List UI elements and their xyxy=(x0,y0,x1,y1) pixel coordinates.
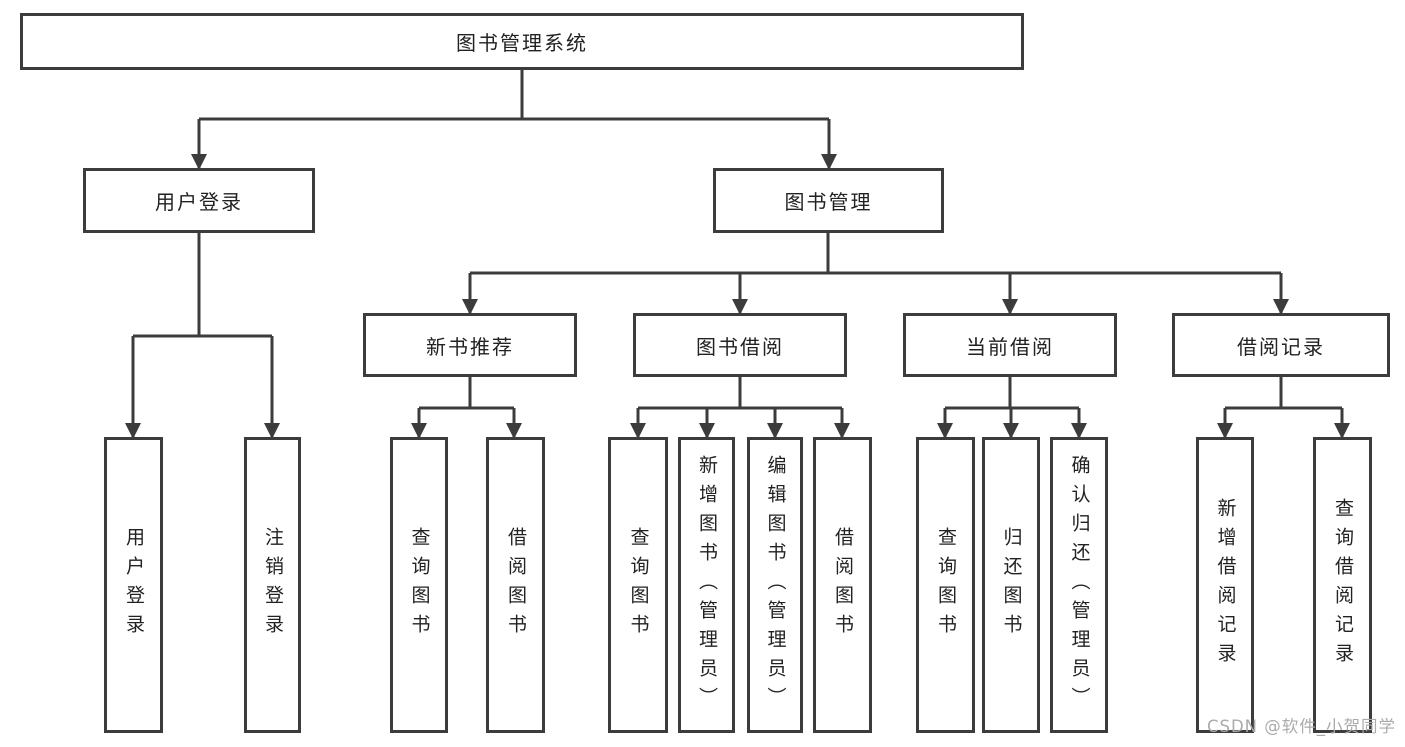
connector-user-login-children xyxy=(125,233,280,439)
node-user-login: 用户登录 xyxy=(83,168,315,233)
leaf-borrow-book-a-label: 借阅图书 xyxy=(505,527,527,643)
node-new-book-rec: 新书推荐 xyxy=(363,313,577,377)
node-root-label: 图书管理系统 xyxy=(456,31,588,55)
connector-current-borrow-children xyxy=(937,377,1087,439)
leaf-return-book-label: 归还图书 xyxy=(1000,527,1023,643)
leaf-query-book-c: 查询图书 xyxy=(916,437,975,733)
node-user-login-label: 用户登录 xyxy=(155,190,243,214)
leaf-user-login: 用户登录 xyxy=(104,437,163,733)
leaf-query-book-b-label: 查询图书 xyxy=(627,527,650,643)
node-root: 图书管理系统 xyxy=(20,13,1024,70)
leaf-borrow-book-b: 借阅图书 xyxy=(813,437,872,733)
connector-root-to-level2 xyxy=(191,70,837,170)
leaf-add-book-label: 新增图书（管理员） xyxy=(696,454,718,716)
leaf-query-record: 查询借阅记录 xyxy=(1313,437,1372,733)
node-book-mgmt-label: 图书管理 xyxy=(784,190,873,214)
leaf-query-book-c-label: 查询图书 xyxy=(935,527,957,643)
leaf-borrow-book-b-label: 借阅图书 xyxy=(832,527,854,643)
leaf-borrow-book-a: 借阅图书 xyxy=(486,437,545,733)
node-book-borrow: 图书借阅 xyxy=(633,313,847,377)
leaf-query-book-b: 查询图书 xyxy=(608,437,668,733)
node-book-mgmt: 图书管理 xyxy=(713,168,944,233)
node-book-borrow-label: 图书借阅 xyxy=(696,334,784,359)
leaf-add-record-label: 新增借阅记录 xyxy=(1214,498,1237,672)
connector-new-book-rec-children xyxy=(411,377,522,439)
leaf-confirm-return: 确认归还（管理员） xyxy=(1050,437,1108,733)
connector-borrow-records-children xyxy=(1217,377,1350,439)
leaf-edit-book-label: 编辑图书（管理员） xyxy=(764,454,787,716)
leaf-query-book-a-label: 查询图书 xyxy=(408,527,431,643)
leaf-query-record-label: 查询借阅记录 xyxy=(1332,498,1354,672)
connector-book-borrow-children xyxy=(630,377,850,439)
leaf-user-login-label: 用户登录 xyxy=(123,527,145,643)
leaf-return-book: 归还图书 xyxy=(982,437,1040,733)
node-current-borrow-label: 当前借阅 xyxy=(966,334,1054,359)
csdn-watermark: CSDN @软件_小贺同学 xyxy=(1206,717,1396,736)
leaf-query-book-a: 查询图书 xyxy=(390,437,448,733)
leaf-add-book: 新增图书（管理员） xyxy=(678,437,735,733)
leaf-edit-book: 编辑图书（管理员） xyxy=(747,437,803,733)
node-borrow-records-label: 借阅记录 xyxy=(1237,334,1325,359)
connector-book-mgmt-children xyxy=(462,233,1289,315)
node-new-book-rec-label: 新书推荐 xyxy=(426,334,514,359)
leaf-add-record: 新增借阅记录 xyxy=(1196,437,1254,733)
leaf-confirm-return-label: 确认归还（管理员） xyxy=(1068,454,1091,716)
leaf-logout: 注销登录 xyxy=(244,437,301,733)
node-borrow-records: 借阅记录 xyxy=(1172,313,1390,377)
leaf-logout-label: 注销登录 xyxy=(262,527,284,643)
node-current-borrow: 当前借阅 xyxy=(903,313,1117,377)
